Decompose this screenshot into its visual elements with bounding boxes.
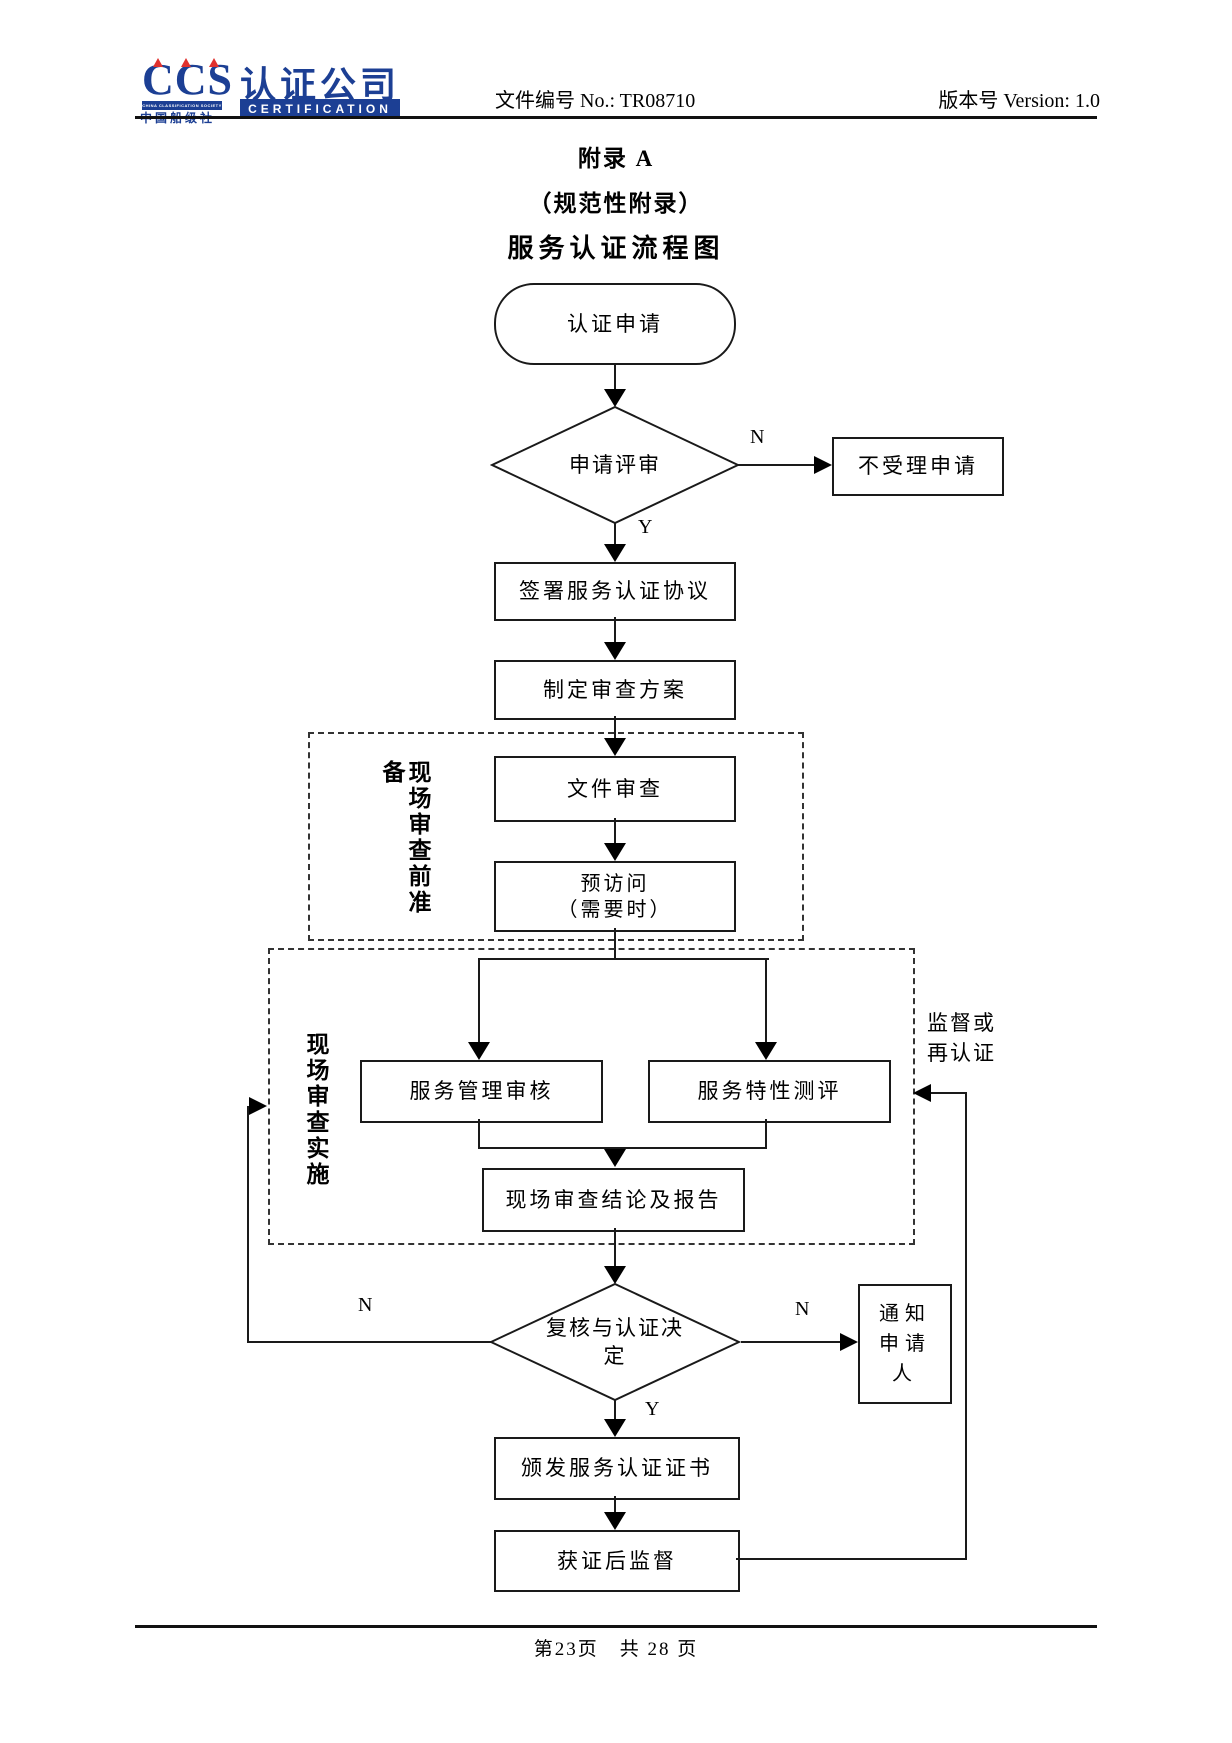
connector xyxy=(741,1341,840,1343)
connector xyxy=(614,1400,616,1419)
appendix-subtitle: （规范性附录） xyxy=(528,191,704,216)
logo-brand-cn: 认证公司 xyxy=(240,65,401,105)
arrow-left-icon xyxy=(913,1084,931,1102)
node-decision-diamond: 复核与认证决 定 xyxy=(489,1282,741,1402)
connector xyxy=(248,1341,491,1343)
logo-red-accent-icon xyxy=(209,58,219,67)
arrow-right-icon xyxy=(840,1333,858,1351)
connector xyxy=(765,1119,767,1149)
connector xyxy=(478,1119,480,1149)
connector xyxy=(931,1092,967,1094)
logo-red-accent-icon xyxy=(181,58,191,67)
arrow-down-icon xyxy=(755,1042,777,1060)
header-doc-info: 文件编号 No.: TR08710 版本号 Version: 1.0 xyxy=(495,84,1100,113)
node-review-label: 申请评审 xyxy=(569,453,661,477)
arrow-down-icon xyxy=(468,1042,490,1060)
doc-version: 版本号 Version: 1.0 xyxy=(938,90,1100,112)
node-start: 认证申请 xyxy=(494,283,736,365)
node-conclusion: 现场审查结论及报告 xyxy=(482,1168,745,1232)
arrow-down-icon xyxy=(604,1266,626,1284)
arrow-right-icon xyxy=(814,456,832,474)
connector xyxy=(614,818,616,843)
group-pre-onsite-label: 现场审查前准备 xyxy=(379,760,430,916)
connector xyxy=(765,958,767,1042)
connector xyxy=(614,617,616,642)
node-char-eval: 服务特性测评 xyxy=(648,1060,891,1123)
header-rule xyxy=(135,116,1097,119)
logo-brand-en-bar: CERTIFICATION xyxy=(240,99,400,119)
connector xyxy=(479,958,769,960)
node-review-diamond: 申请评审 xyxy=(490,405,740,525)
connector xyxy=(614,1228,616,1266)
logo-society-en-bar: CHINA CLASSIFICATION SOCIETY xyxy=(142,101,222,110)
page-number: 第23页 共 28 页 xyxy=(533,1639,699,1660)
connector xyxy=(736,1558,967,1560)
group-pre-onsite-frame xyxy=(308,732,804,941)
arrow-down-icon xyxy=(604,738,626,756)
label-y1: Y xyxy=(638,516,653,538)
arrow-down-icon xyxy=(604,1419,626,1437)
connector xyxy=(614,716,616,738)
connector xyxy=(738,464,814,466)
connector xyxy=(614,363,616,390)
node-post-cert: 获证后监督 xyxy=(494,1530,740,1592)
arrow-down-icon xyxy=(604,642,626,660)
arrow-down-icon xyxy=(604,843,626,861)
arrow-down-icon xyxy=(604,1512,626,1530)
node-reject: 不受理申请 xyxy=(832,437,1004,496)
label-n-left: N xyxy=(358,1294,373,1316)
connector xyxy=(965,1092,967,1560)
label-supervision: 监督或 再认证 xyxy=(927,1011,996,1065)
connector xyxy=(478,958,480,1042)
arrow-down-icon xyxy=(604,389,626,407)
node-plan: 制定审查方案 xyxy=(494,660,736,720)
label-n-right: N xyxy=(795,1298,810,1320)
footer-rule xyxy=(135,1625,1097,1628)
arrow-down-icon xyxy=(604,1149,626,1167)
node-doc-review: 文件审查 xyxy=(494,756,736,822)
arrow-down-icon xyxy=(604,544,626,562)
label-y2: Y xyxy=(645,1398,660,1420)
connector xyxy=(478,1147,767,1149)
connector xyxy=(614,1496,616,1512)
connector xyxy=(614,928,616,960)
connector xyxy=(247,1106,249,1343)
node-sign: 签署服务认证协议 xyxy=(494,562,736,621)
flowchart-title: 服务认证流程图 xyxy=(507,234,725,263)
logo-red-accent-icon xyxy=(153,58,163,67)
node-notify: 通知 申请 人 xyxy=(858,1284,952,1404)
node-issue: 颁发服务认证证书 xyxy=(494,1437,740,1500)
connector xyxy=(614,523,616,544)
node-mgmt-audit: 服务管理审核 xyxy=(360,1060,603,1123)
appendix-title: 附录 A xyxy=(577,146,655,171)
group-onsite-label: 现场审查实施 xyxy=(303,1032,328,1188)
node-decision-label: 复核与认证决 定 xyxy=(546,1316,684,1368)
node-previsit: 预访问 （需要时） xyxy=(494,861,736,932)
label-n1: N xyxy=(750,426,765,448)
arrow-right-icon xyxy=(249,1097,267,1115)
doc-number: 文件编号 No.: TR08710 xyxy=(495,90,696,112)
